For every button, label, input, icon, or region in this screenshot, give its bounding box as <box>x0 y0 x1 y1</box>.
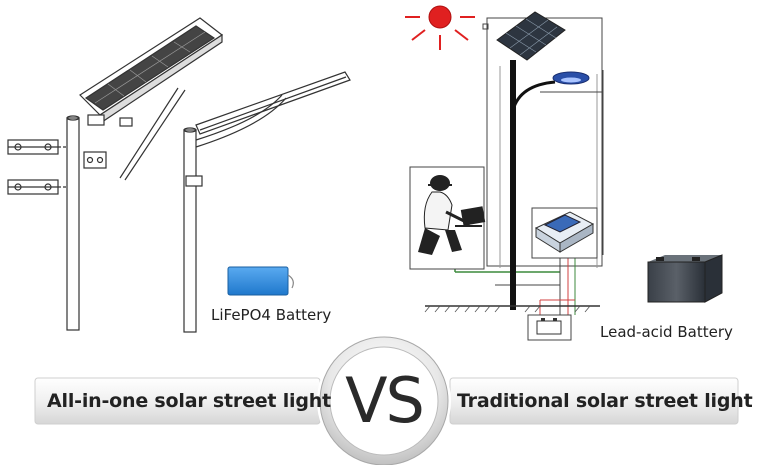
sun-icon <box>405 5 475 50</box>
traditional-pole <box>510 60 556 310</box>
mounting-clamp-icon <box>7 139 67 195</box>
lead-acid-battery-icon <box>647 254 723 303</box>
lead-acid-battery-label: Lead-acid Battery <box>600 323 733 341</box>
versus-badge: VS <box>345 364 425 437</box>
solar-panel-icon <box>496 11 566 61</box>
all-in-one-exploded-view <box>7 17 351 333</box>
solar-panel-integrated-icon <box>79 17 224 123</box>
all-in-one-title: All-in-one solar street light <box>47 390 331 412</box>
lifepo4-battery-icon <box>227 266 294 296</box>
pole-center <box>183 129 197 333</box>
street-lamp-icon <box>552 71 590 85</box>
pole-left <box>66 117 80 331</box>
traditional-title: Traditional solar street light <box>457 390 753 412</box>
buried-battery-box-icon <box>527 314 572 341</box>
charge-controller-icon <box>531 207 598 259</box>
comparison-banner <box>34 334 739 465</box>
technician-icon <box>409 166 486 270</box>
ground-line <box>424 305 600 313</box>
lifepo4-battery-label: LiFePO4 Battery <box>211 306 332 324</box>
